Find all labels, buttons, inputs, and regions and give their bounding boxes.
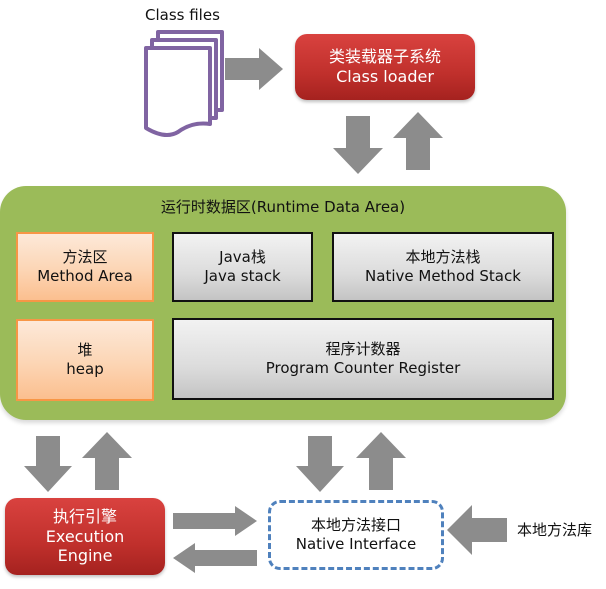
method-area-cn: 方法区 — [62, 248, 108, 267]
native-interface-en: Native Interface — [295, 535, 417, 553]
method-area-box: 方法区 Method Area — [16, 232, 154, 302]
execution-engine-en-line1: Execution — [45, 526, 125, 546]
arrow-left-native-interface-to-engine — [173, 543, 257, 573]
heap-box: 堆 heap — [16, 319, 154, 401]
arrow-left-library-to-native-interface — [447, 505, 507, 555]
arrow-up-engine-to-rda — [82, 432, 132, 490]
class-loader-box: 类装载器子系统 Class loader — [295, 34, 475, 100]
java-stack-cn: Java栈 — [219, 248, 266, 267]
native-interface-box: 本地方法接口 Native Interface — [268, 500, 444, 570]
program-counter-cn: 程序计数器 — [325, 340, 401, 359]
class-loader-title-cn: 类装载器子系统 — [328, 47, 441, 66]
arrow-up-native-interface-to-rda — [356, 432, 406, 490]
native-method-stack-cn: 本地方法栈 — [405, 248, 481, 267]
heap-cn: 堆 — [77, 341, 93, 360]
method-area-en: Method Area — [37, 267, 133, 285]
runtime-data-area-title: 运行时数据区(Runtime Data Area) — [160, 198, 406, 216]
class-loader-title-en: Class loader — [336, 67, 434, 86]
arrow-down-rda-to-native-interface — [296, 436, 344, 492]
execution-engine-en-line2: Engine — [57, 546, 113, 566]
native-method-library-label: 本地方法库 — [517, 521, 593, 539]
arrow-down-rda-to-engine — [24, 436, 72, 492]
execution-engine-box: 执行引擎 Execution Engine — [5, 498, 165, 575]
arrow-right-classfiles-to-loader — [225, 48, 283, 90]
document-stack-icon — [144, 30, 224, 137]
heap-en: heap — [66, 360, 104, 378]
native-method-stack-box: 本地方法栈 Native Method Stack — [332, 232, 554, 302]
arrow-down-loader-to-rda — [333, 116, 383, 174]
program-counter-register-box: 程序计数器 Program Counter Register — [172, 318, 554, 400]
arrow-right-engine-to-native-interface — [173, 506, 257, 536]
java-stack-box: Java栈 Java stack — [172, 232, 313, 302]
native-interface-cn: 本地方法接口 — [310, 516, 401, 535]
java-stack-en: Java stack — [204, 267, 281, 285]
execution-engine-cn: 执行引擎 — [52, 507, 117, 527]
class-files-label: Class files — [145, 6, 220, 24]
arrow-up-rda-to-loader — [393, 112, 443, 170]
native-method-stack-en: Native Method Stack — [365, 267, 521, 285]
program-counter-en: Program Counter Register — [265, 359, 461, 377]
